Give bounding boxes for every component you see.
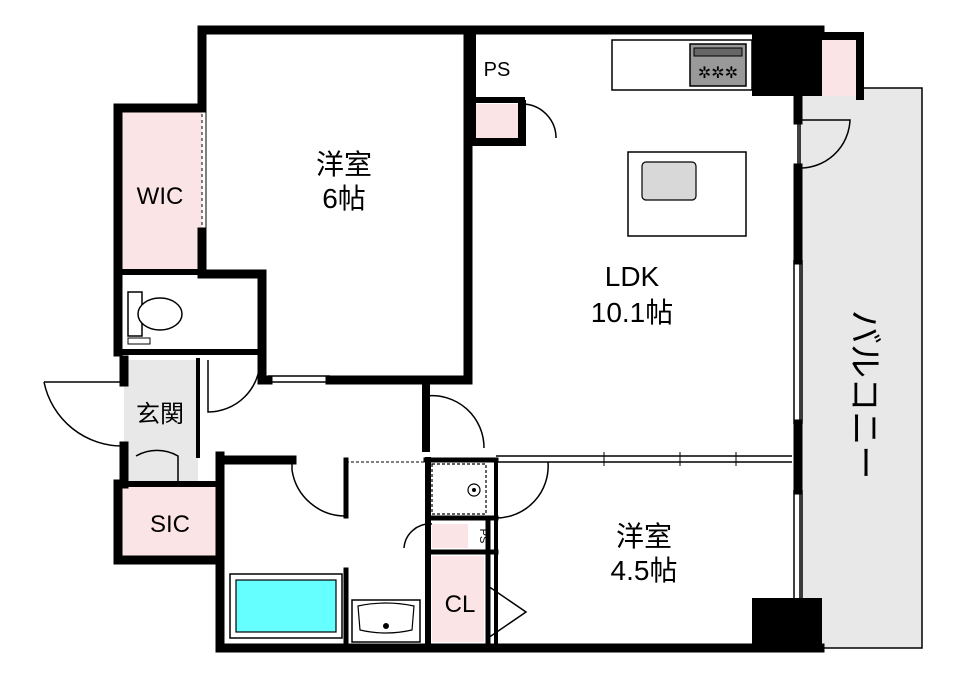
bathtub-icon: [229, 573, 343, 639]
columns: [752, 30, 822, 650]
toilet-icon: [127, 291, 183, 345]
stove-icon: ✲✲✲: [689, 43, 747, 87]
svg-text:✲✲✲: ✲✲✲: [698, 63, 738, 82]
western-6-name: 洋室: [316, 149, 372, 180]
washer-pan-icon: [431, 463, 487, 515]
floor-fills: [118, 40, 860, 642]
sic-label: SIC: [150, 511, 190, 538]
door-swings: [43, 103, 851, 639]
balcony-storage-fill: [822, 40, 860, 96]
entrance-label: 玄関: [136, 401, 184, 428]
ps-top-label: PS: [484, 59, 511, 81]
closet-label: CL: [445, 591, 476, 618]
washbasin-icon: [351, 599, 421, 643]
openings: [201, 108, 803, 598]
ldk-name: LDK: [605, 261, 660, 292]
western-6-size: 6帖: [322, 183, 366, 214]
ldk-size: 10.1帖: [591, 297, 674, 328]
western-45-size: 4.5帖: [611, 555, 678, 586]
western-45-name: 洋室: [616, 521, 672, 552]
ps-small-label: PS: [477, 529, 489, 544]
sic-fill: [118, 484, 220, 560]
wic-label: WIC: [137, 183, 184, 210]
small-storage-fill: [432, 524, 468, 548]
walls: [113, 25, 864, 653]
balcony: バルコニー: [799, 87, 923, 649]
entrance-fill: [124, 360, 198, 482]
closet-fill: [432, 556, 484, 642]
balcony-label: バルコニー: [845, 310, 883, 479]
room-labels: 洋室 6帖 LDK 10.1帖 洋室 4.5帖 WIC 玄関 SIC CL PS…: [136, 59, 677, 618]
fixtures: ✲✲✲: [127, 39, 753, 643]
wic-fill: [118, 108, 202, 272]
ps-box-fill: [472, 104, 522, 142]
sink-icon: [641, 161, 697, 201]
